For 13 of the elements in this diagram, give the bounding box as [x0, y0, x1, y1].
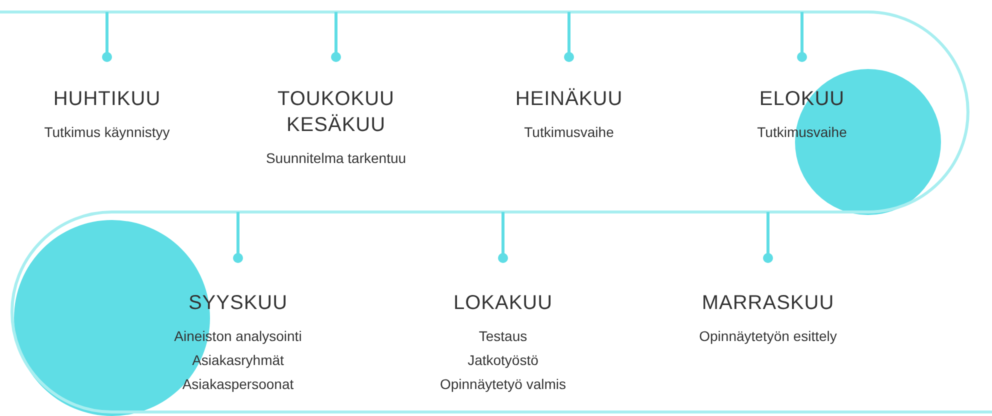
phase-description: Tutkimusvaihe: [524, 123, 614, 142]
phase-description: Suunnitelma tarkentuu: [266, 149, 406, 168]
month-heading: LOKAKUU: [453, 291, 553, 316]
phase-description: Asiakaspersoonat: [182, 375, 294, 394]
phase-description: Opinnäytetyön esittely: [699, 327, 837, 346]
phase-description: Testaus: [478, 327, 528, 346]
month-heading: HEINÄKUU: [515, 87, 623, 112]
phase-description: Jatkotyöstö: [468, 351, 538, 370]
month-heading: TOUKOKUU KESÄKUU: [276, 87, 396, 138]
phase-description: Tutkimus käynnistyy: [44, 123, 170, 142]
month-heading: HUHTIKUU: [53, 87, 161, 112]
month-heading: MARRASKUU: [702, 291, 834, 316]
phase-description: Opinnäytetyö valmis: [440, 375, 566, 394]
